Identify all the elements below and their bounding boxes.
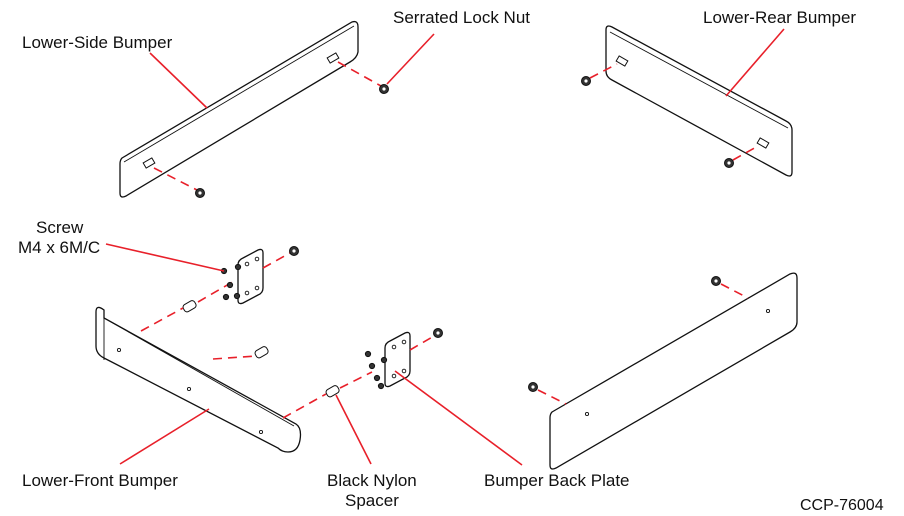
- rear-bumper-dash-right: [732, 145, 759, 161]
- leader-black-nylon-spacer: [335, 394, 372, 465]
- stud-upper: [326, 52, 340, 64]
- lock-nut-right-lower: [528, 382, 538, 392]
- lock-nut-plate-upper: [289, 246, 299, 256]
- leader-serrated-lock-nut: [386, 33, 435, 85]
- lock-nut-side-lower: [195, 188, 205, 198]
- rear-stud-right: [756, 137, 770, 149]
- right-bumper-dash-lower: [537, 389, 567, 405]
- label-lower-front-bumper: Lower-Front Bumper: [22, 471, 178, 490]
- bumper-back-plate-upper: [237, 248, 264, 305]
- leader-lower-rear-bumper: [725, 28, 785, 97]
- lower-plate-dash: [409, 335, 435, 351]
- leader-bumper-back-plate: [394, 370, 523, 466]
- label-serrated-lock-nut: Serrated Lock Nut: [393, 8, 530, 27]
- front-dash-5: [339, 371, 373, 389]
- label-screw-line1: Screw: [36, 218, 84, 237]
- side-bumper-dash-upper: [337, 61, 382, 87]
- side-bumper-dash-lower: [153, 167, 198, 191]
- stud-lower: [142, 157, 156, 169]
- upper-plate-dash: [262, 252, 291, 269]
- lock-nut-rear-right: [724, 158, 734, 168]
- right-bumper-dash-upper: [720, 283, 749, 299]
- front-dash-1: [140, 307, 184, 332]
- lower-side-bumper: [119, 20, 359, 198]
- lock-nut-side-upper: [379, 84, 389, 94]
- right-lower-bumper: [549, 272, 798, 470]
- nylon-spacer-2: [254, 346, 269, 359]
- label-lower-rear-bumper: Lower-Rear Bumper: [703, 8, 856, 27]
- lower-front-bumper: [95, 306, 302, 453]
- label-drawing-number: CCP-76004: [800, 497, 884, 514]
- label-bumper-back-plate: Bumper Back Plate: [484, 471, 630, 490]
- lock-nut-rear-left: [581, 76, 591, 86]
- leader-screw: [105, 243, 225, 272]
- label-black-nylon-spacer-line2: Spacer: [345, 491, 399, 510]
- lock-nut-right-upper: [711, 276, 721, 286]
- screw-set-lower: [364, 350, 388, 390]
- rear-bumper-dash-left: [589, 63, 618, 79]
- label-lower-side-bumper: Lower-Side Bumper: [22, 33, 173, 52]
- lock-nut-plate-lower: [433, 328, 443, 338]
- lower-rear-bumper: [605, 25, 793, 177]
- rear-stud-left: [615, 55, 629, 67]
- leader-lower-side-bumper: [149, 52, 208, 109]
- front-dash-4: [282, 393, 327, 419]
- nylon-spacer-3: [325, 385, 340, 398]
- front-dash-3: [212, 355, 257, 360]
- label-screw-line2: M4 x 6M/C: [18, 238, 100, 257]
- leader-lower-front-bumper: [119, 408, 210, 465]
- label-black-nylon-spacer-line1: Black Nylon: [327, 471, 417, 490]
- nylon-spacer-1: [182, 300, 197, 313]
